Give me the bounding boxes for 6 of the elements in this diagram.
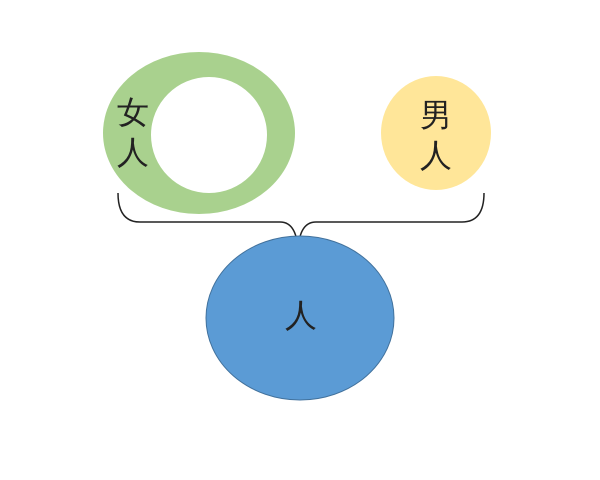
node-label: 男人	[420, 95, 453, 175]
circle-shape	[380, 75, 492, 191]
ring-shape	[103, 52, 295, 214]
node-label: 女人	[117, 92, 150, 172]
circle-shape	[205, 235, 395, 401]
node-label: 人	[285, 295, 318, 335]
